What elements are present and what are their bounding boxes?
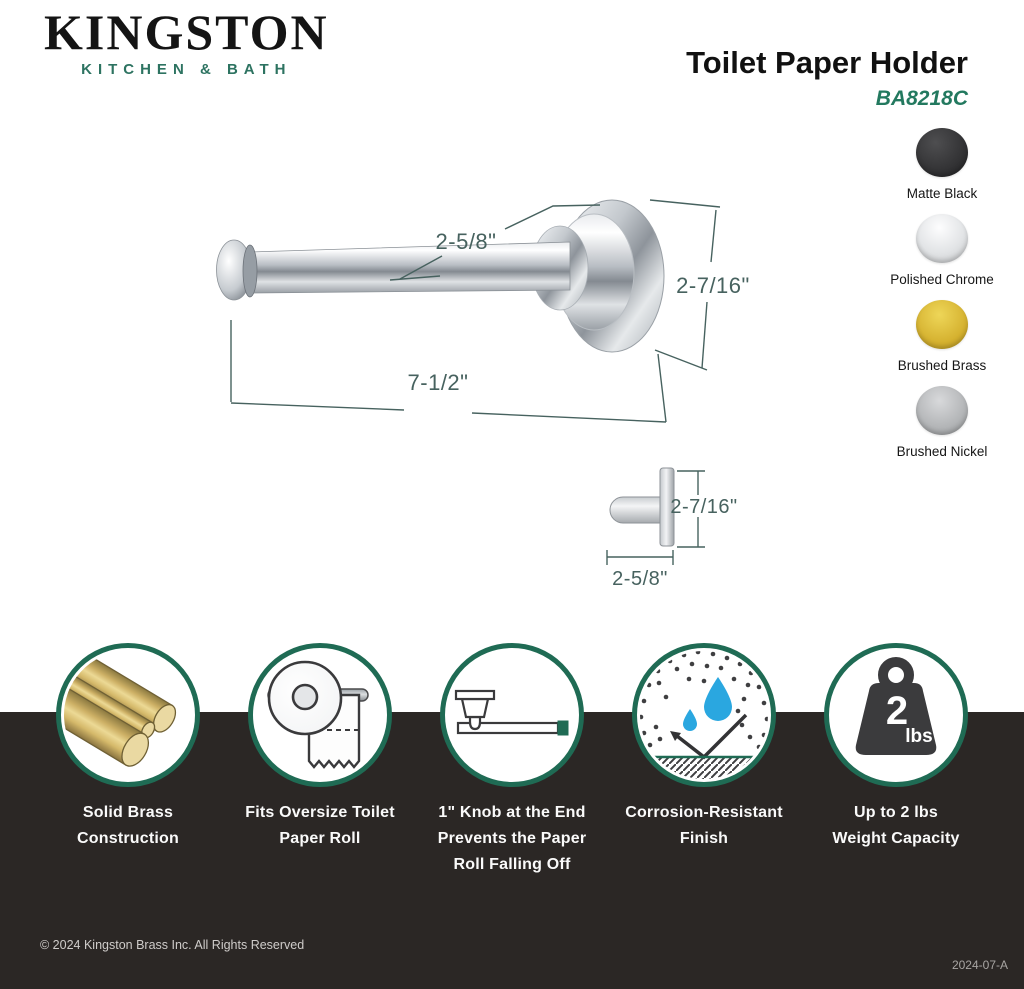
weight-capacity-icon: 2 lbs [855, 657, 937, 755]
feature-solid-brass [56, 643, 200, 787]
dim-label-height: 2-7/16" [670, 496, 737, 518]
polished-chrome-swatch-icon [916, 214, 968, 263]
dimension-annotations: 2-5/8" 2-7/16" 7-1/2" [230, 199, 750, 423]
matte-black-swatch-icon [916, 128, 968, 177]
finish-options: Matte Black Polished Chrome Brushed Bras… [886, 128, 998, 472]
dimension-annotations: 2-7/16" 2-5/8" [606, 470, 737, 590]
weight-number-label: 2 [886, 689, 908, 733]
brand-tagline: KITCHEN & BATH [81, 60, 292, 78]
feature-weight-capacity: 2 lbs [824, 643, 968, 787]
water-drop-large [704, 677, 732, 721]
brand-logo: KINGSTON KITCHEN & BATH [44, 6, 329, 78]
brass-rods-icon [56, 648, 177, 767]
brushed-nickel-swatch-icon [916, 386, 968, 435]
copyright-text: © 2024 Kingston Brass Inc. All Rights Re… [40, 938, 305, 952]
toilet-paper-roll-icon [267, 660, 369, 769]
dim-label-width: 7-1/2" [408, 370, 469, 395]
finish-label: Matte Black [906, 186, 978, 201]
finish-label: Brushed Brass [897, 358, 987, 373]
feature-end-knob [440, 643, 584, 787]
water-drop-small [683, 709, 697, 731]
finish-matte-black: Matte Black [886, 128, 998, 214]
side-view-dimension-diagram: 2-7/16" 2-5/8" [606, 467, 737, 590]
dim-label-spacing: 2-5/8" [436, 229, 497, 254]
feature-caption-oversize-roll: Fits Oversize Toilet Paper Roll [245, 804, 395, 847]
finish-label: Polished Chrome [890, 272, 994, 287]
finish-brushed-brass: Brushed Brass [886, 300, 998, 386]
product-title: Toilet Paper Holder [686, 45, 968, 80]
revision-code: 2024-07-A [951, 958, 1008, 972]
finish-brushed-nickel: Brushed Nickel [886, 386, 998, 472]
front-view-dimension-diagram: 2-5/8" 2-7/16" 7-1/2" [216, 199, 750, 423]
feature-corrosion-resistant [632, 643, 776, 787]
brand-name: KINGSTON [44, 4, 329, 60]
finish-label: Brushed Nickel [896, 444, 988, 459]
speckle-dots [640, 651, 768, 750]
model-number: BA8218C [875, 87, 968, 111]
feature-caption-corrosion: Corrosion-Resistant Finish [625, 804, 783, 847]
title-block: Toilet Paper Holder BA8218C [686, 45, 968, 111]
weight-unit-label: lbs [905, 726, 932, 747]
brushed-brass-swatch-icon [916, 300, 968, 349]
holder-profile-render [609, 467, 675, 547]
holder-knob-icon [454, 689, 569, 736]
corrosion-resistant-icon [640, 651, 768, 779]
feature-caption-solid-brass: Solid Brass Construction [77, 804, 179, 847]
feature-caption-weight: Up to 2 lbs Weight Capacity [832, 804, 960, 847]
dim-label-depth: 2-5/8" [612, 568, 668, 590]
toilet-paper-holder-render [216, 199, 665, 353]
dim-label-height: 2-7/16" [676, 273, 750, 298]
finish-polished-chrome: Polished Chrome [886, 214, 998, 300]
feature-oversize-roll [248, 643, 392, 787]
feature-caption-end-knob: 1" Knob at the End Prevents the Paper Ro… [437, 804, 587, 873]
